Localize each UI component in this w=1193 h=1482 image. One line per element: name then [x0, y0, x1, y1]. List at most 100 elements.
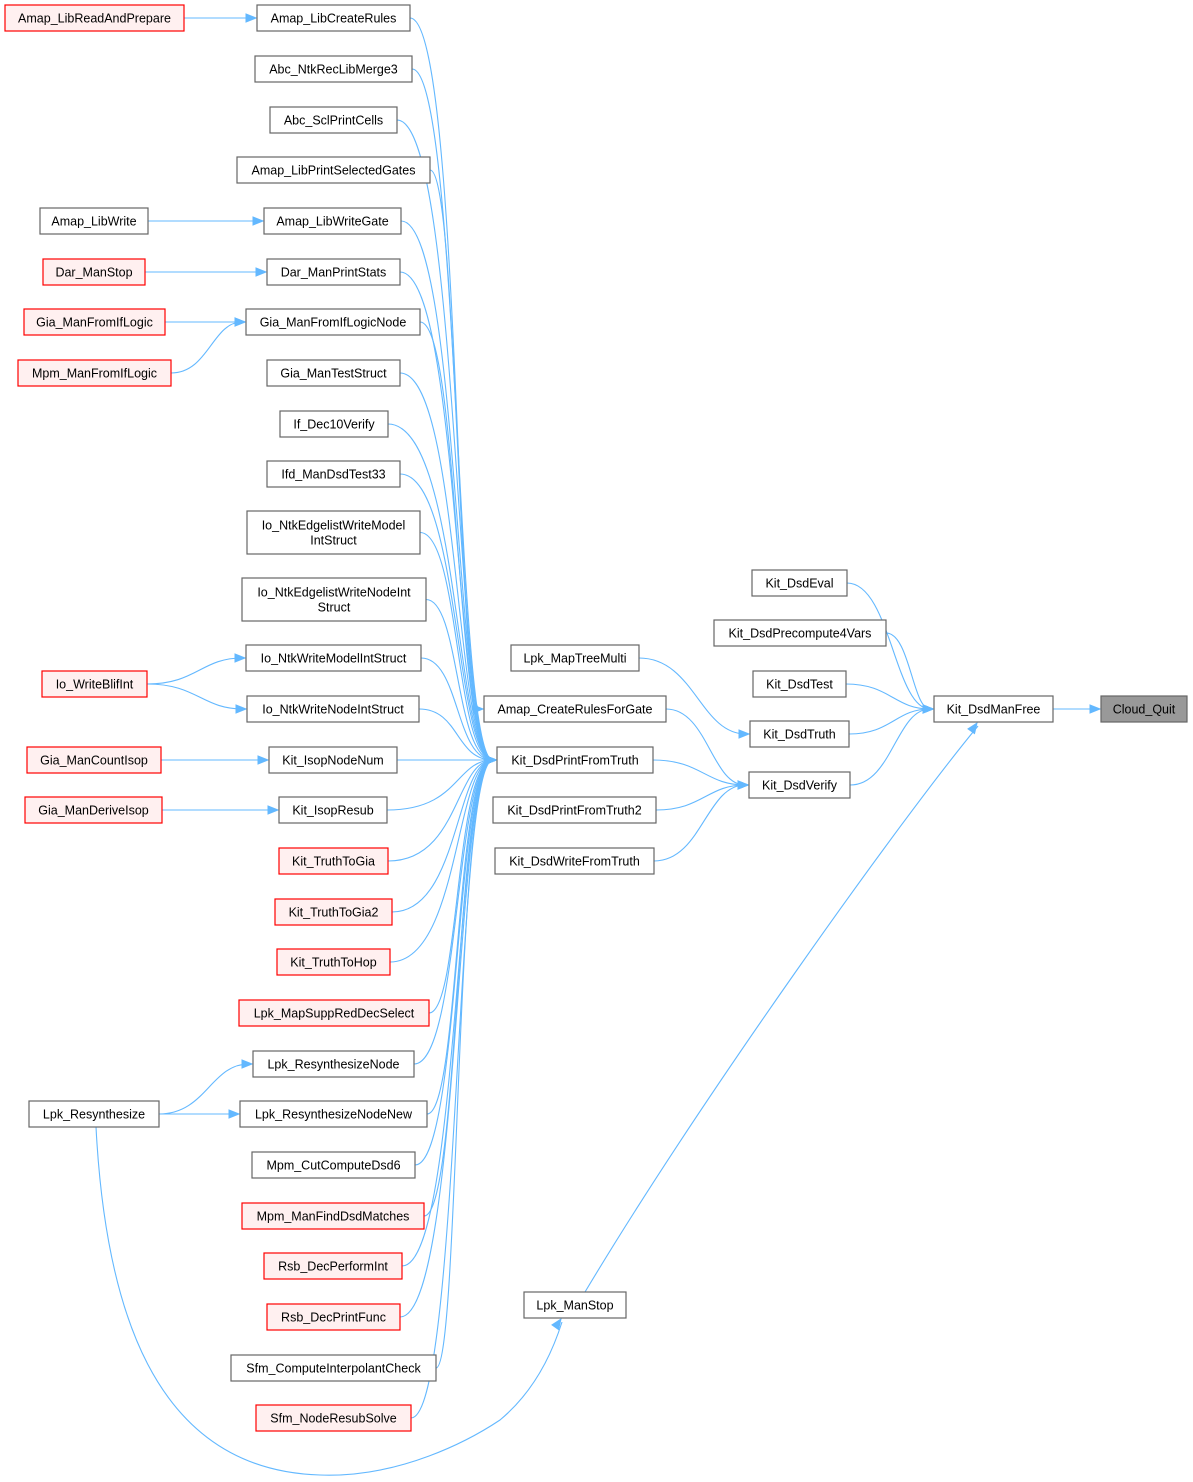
- node-kit-dsdprintfromtruth[interactable]: Kit_DsdPrintFromTruth: [496, 746, 654, 774]
- node-rsb-decperformint[interactable]: Rsb_DecPerformInt: [263, 1252, 403, 1280]
- node-kit-dsdverify[interactable]: Kit_DsdVerify: [748, 771, 851, 799]
- node-box[interactable]: [278, 796, 388, 824]
- node-if-dec10verify[interactable]: If_Dec10Verify: [279, 410, 389, 438]
- node-box[interactable]: [241, 1202, 425, 1230]
- node-box[interactable]: [246, 510, 421, 555]
- node-kit-dsdprintfromtruth2[interactable]: Kit_DsdPrintFromTruth2: [492, 796, 657, 824]
- node-box[interactable]: [252, 1050, 415, 1078]
- node-box[interactable]: [251, 1151, 416, 1179]
- node-box[interactable]: [256, 4, 411, 32]
- node-sfm-noderesubsolve[interactable]: Sfm_NodeResubSolve: [255, 1404, 412, 1432]
- node-box[interactable]: [39, 207, 149, 235]
- node-box[interactable]: [933, 695, 1054, 723]
- node-mpm-manfromiflogic[interactable]: Mpm_ManFromIfLogic: [17, 359, 172, 387]
- node-lpk-mapsuppreddecselect[interactable]: Lpk_MapSuppRedDecSelect: [238, 999, 430, 1027]
- node-box[interactable]: [1100, 695, 1188, 723]
- node-box[interactable]: [23, 308, 166, 336]
- node-box[interactable]: [494, 847, 655, 875]
- node-kit-isopnodenum[interactable]: Kit_IsopNodeNum: [268, 746, 398, 774]
- node-box[interactable]: [276, 948, 391, 976]
- node-kit-dsdprecompute4vars[interactable]: Kit_DsdPrecompute4Vars: [713, 619, 887, 647]
- node-box[interactable]: [752, 670, 847, 698]
- node-box[interactable]: [236, 156, 431, 184]
- node-box[interactable]: [254, 55, 413, 83]
- node-lpk-resynthesizenode[interactable]: Lpk_ResynthesizeNode: [252, 1050, 415, 1078]
- node-mpm-manfinddsdmatches[interactable]: Mpm_ManFindDsdMatches: [241, 1202, 425, 1230]
- node-box[interactable]: [246, 695, 420, 723]
- node-amap-libwrite[interactable]: Amap_LibWrite: [39, 207, 149, 235]
- node-io-ntkwritenodeintstruct[interactable]: Io_NtkWriteNodeIntStruct: [246, 695, 420, 723]
- node-rsb-decprintfunc[interactable]: Rsb_DecPrintFunc: [266, 1303, 401, 1331]
- node-box[interactable]: [245, 308, 421, 336]
- node-box[interactable]: [751, 569, 848, 597]
- node-box[interactable]: [266, 258, 401, 286]
- node-box[interactable]: [41, 670, 148, 698]
- node-gia-manderiveisop[interactable]: Gia_ManDeriveIsop: [24, 796, 163, 824]
- node-box[interactable]: [255, 1404, 412, 1432]
- node-gia-manteststruct[interactable]: Gia_ManTestStruct: [266, 359, 401, 387]
- node-mpm-cutcomputedsd6[interactable]: Mpm_CutComputeDsd6: [251, 1151, 416, 1179]
- node-box[interactable]: [749, 720, 850, 748]
- node-box[interactable]: [268, 746, 398, 774]
- node-ifd-mandsdtest33[interactable]: Ifd_ManDsdTest33: [266, 460, 401, 488]
- node-kit-isopresub[interactable]: Kit_IsopResub: [278, 796, 388, 824]
- node-cloud-quit[interactable]: Cloud_Quit: [1100, 695, 1188, 723]
- node-box[interactable]: [245, 644, 422, 672]
- node-box[interactable]: [263, 207, 402, 235]
- node-box[interactable]: [748, 771, 851, 799]
- node-dar-manstop[interactable]: Dar_ManStop: [42, 258, 146, 286]
- node-amap-libcreaterules[interactable]: Amap_LibCreateRules: [256, 4, 411, 32]
- node-box[interactable]: [510, 644, 640, 672]
- node-box[interactable]: [279, 410, 389, 438]
- node-box[interactable]: [274, 898, 393, 926]
- node-box[interactable]: [24, 796, 163, 824]
- node-lpk-resynthesizenodenew[interactable]: Lpk_ResynthesizeNodeNew: [239, 1100, 428, 1128]
- node-box[interactable]: [17, 359, 172, 387]
- node-box[interactable]: [266, 1303, 401, 1331]
- node-box[interactable]: [4, 4, 185, 32]
- node-box[interactable]: [266, 359, 401, 387]
- node-amap-createrulesforgate[interactable]: Amap_CreateRulesForGate: [483, 695, 667, 723]
- node-box[interactable]: [238, 999, 430, 1027]
- node-gia-manfromiflogicnode[interactable]: Gia_ManFromIfLogicNode: [245, 308, 421, 336]
- node-box[interactable]: [241, 577, 427, 622]
- node-dar-manprintstats[interactable]: Dar_ManPrintStats: [266, 258, 401, 286]
- node-box[interactable]: [278, 847, 389, 875]
- node-io-ntkwritemodelintstruct[interactable]: Io_NtkWriteModelIntStruct: [245, 644, 422, 672]
- node-lpk-manstop[interactable]: Lpk_ManStop: [523, 1291, 627, 1319]
- node-box[interactable]: [713, 619, 887, 647]
- node-box[interactable]: [492, 796, 657, 824]
- node-kit-truthtogia[interactable]: Kit_TruthToGia: [278, 847, 389, 875]
- node-kit-dsdwritefromtruth[interactable]: Kit_DsdWriteFromTruth: [494, 847, 655, 875]
- node-box[interactable]: [239, 1100, 428, 1128]
- node-gia-manfromiflogic[interactable]: Gia_ManFromIfLogic: [23, 308, 166, 336]
- node-box[interactable]: [26, 746, 162, 774]
- node-box[interactable]: [28, 1100, 160, 1128]
- node-kit-dsdtruth[interactable]: Kit_DsdTruth: [749, 720, 850, 748]
- node-amap-libprintselectedgates[interactable]: Amap_LibPrintSelectedGates: [236, 156, 431, 184]
- node-lpk-resynthesize[interactable]: Lpk_Resynthesize: [28, 1100, 160, 1128]
- node-box[interactable]: [230, 1354, 437, 1382]
- node-lpk-maptreemulti[interactable]: Lpk_MapTreeMulti: [510, 644, 640, 672]
- node-kit-dsdtest[interactable]: Kit_DsdTest: [752, 670, 847, 698]
- node-box[interactable]: [269, 106, 398, 134]
- node-sfm-computeinterpolantcheck[interactable]: Sfm_ComputeInterpolantCheck: [230, 1354, 437, 1382]
- node-box[interactable]: [263, 1252, 403, 1280]
- node-box[interactable]: [266, 460, 401, 488]
- node-io-writeblifint[interactable]: Io_WriteBlifInt: [41, 670, 148, 698]
- node-amap-libwritegate[interactable]: Amap_LibWriteGate: [263, 207, 402, 235]
- node-box[interactable]: [523, 1291, 627, 1319]
- node-kit-truthtogia2[interactable]: Kit_TruthToGia2: [274, 898, 393, 926]
- node-kit-dsdmanfree[interactable]: Kit_DsdManFree: [933, 695, 1054, 723]
- node-gia-mancountisop[interactable]: Gia_ManCountIsop: [26, 746, 162, 774]
- node-abc-ntkreclibmerge3[interactable]: Abc_NtkRecLibMerge3: [254, 55, 413, 83]
- node-box[interactable]: [483, 695, 667, 723]
- node-box[interactable]: [42, 258, 146, 286]
- node-abc-sclprintcells[interactable]: Abc_SclPrintCells: [269, 106, 398, 134]
- node-kit-truthtohop[interactable]: Kit_TruthToHop: [276, 948, 391, 976]
- node-box[interactable]: [496, 746, 654, 774]
- node-kit-dsdeval[interactable]: Kit_DsdEval: [751, 569, 848, 597]
- node-amap-libreadandprepare[interactable]: Amap_LibReadAndPrepare: [4, 4, 185, 32]
